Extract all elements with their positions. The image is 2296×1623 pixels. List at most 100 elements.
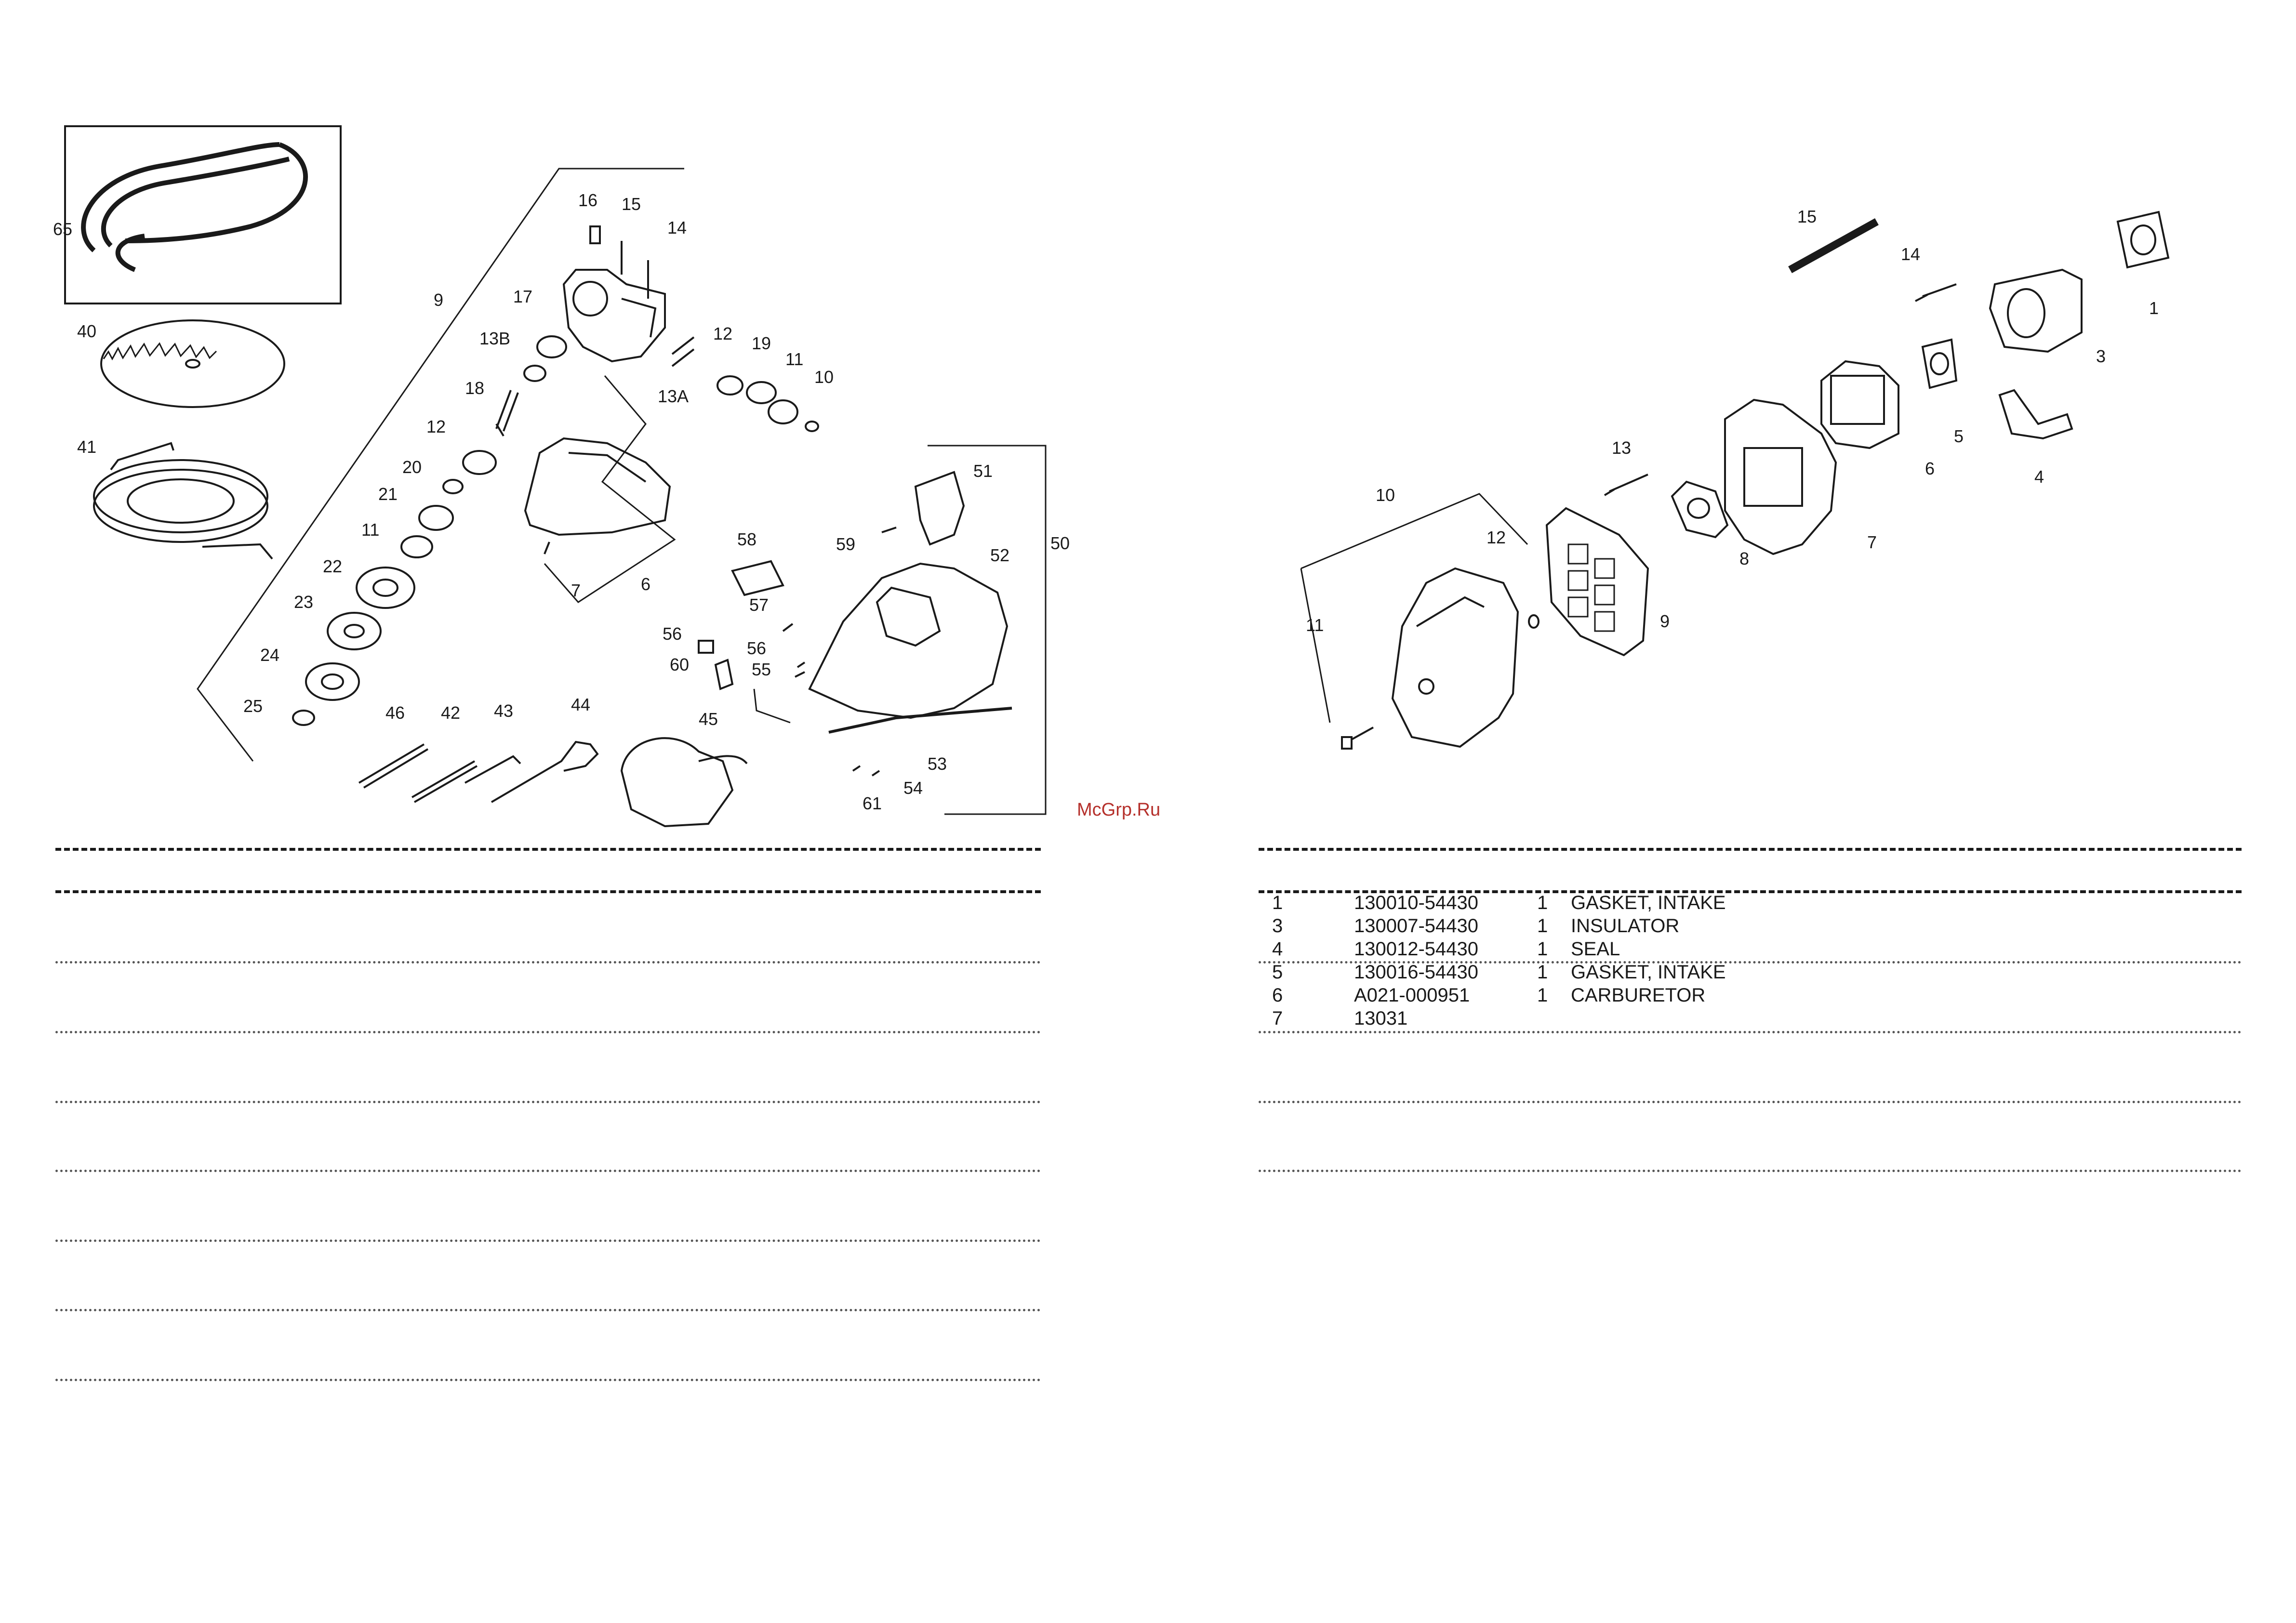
callout-label: 65 — [53, 219, 72, 239]
callout-label: 7 — [571, 581, 581, 600]
callout-label: 54 — [903, 778, 923, 798]
part-52-guard-drawing — [808, 471, 1012, 734]
table-row: 6 A021-000951 1 CARBURETOR — [1272, 984, 1726, 1007]
callout-label: 56 — [663, 624, 682, 644]
dotted-row-rule — [55, 1170, 1041, 1172]
callout-label: 11 — [1306, 615, 1324, 635]
callout-label: 14 — [1901, 244, 1920, 264]
dotted-row-rule — [55, 1031, 1041, 1033]
tools-drawing — [358, 737, 748, 828]
part-40-saw-blade-drawing — [100, 319, 285, 408]
callout-label: 42 — [441, 703, 460, 723]
part-65-strip-drawing — [81, 142, 308, 272]
header-rule — [1259, 848, 2242, 851]
callout-label: 12 — [426, 417, 446, 436]
table-row: 7 13031 — [1272, 1007, 1726, 1030]
callout-label: 15 — [1797, 207, 1817, 226]
callout-label: 25 — [243, 696, 263, 716]
part-6-guard-drawing — [524, 375, 676, 603]
dotted-row-rule — [1259, 1170, 2242, 1172]
part-number: A021-000951 — [1354, 985, 1470, 1006]
parts-list-table: 1 130010-54430 1 GASKET, INTAKE 3 130007… — [1272, 891, 1726, 1030]
callout-label: 12 — [1486, 528, 1506, 547]
callout-label: 51 — [973, 461, 993, 481]
dotted-row-rule — [1259, 1031, 2242, 1033]
callout-label: 43 — [494, 701, 513, 721]
table-row: 1 130010-54430 1 GASKET, INTAKE — [1272, 891, 1726, 914]
callout-label: 22 — [323, 556, 342, 576]
ref-number: 5 — [1272, 962, 1283, 983]
callout-label: 9 — [434, 290, 443, 310]
description: CARBURETOR — [1571, 985, 1706, 1006]
dotted-row-rule — [55, 1240, 1041, 1242]
shaft-parts-drawing — [292, 225, 819, 726]
header-rule — [1259, 890, 2242, 893]
gear-head-drawing — [562, 269, 666, 363]
callout-label: 5 — [1954, 426, 1964, 446]
callout-label: 52 — [990, 545, 1009, 565]
callout-label: 40 — [77, 321, 96, 341]
callout-label: 1 — [2149, 298, 2159, 318]
callout-label: 46 — [385, 703, 405, 723]
ref-number: 6 — [1272, 985, 1283, 1006]
watermark-text: McGrp.Ru — [1077, 800, 1161, 820]
left-callouts: 65 40 41 9 16 15 14 17 13B 18 12 20 21 1… — [53, 190, 1070, 813]
callout-label: 21 — [378, 484, 398, 504]
callout-label: 18 — [465, 378, 484, 398]
dotted-row-rule — [55, 1101, 1041, 1103]
callout-label: 13B — [479, 329, 510, 348]
ref-number: 1 — [1272, 892, 1283, 913]
callout-label: 61 — [863, 793, 882, 813]
assembly-50-boundary — [928, 445, 1047, 815]
callout-label: 7 — [1867, 532, 1877, 552]
part-41-ring-guard-drawing — [93, 442, 273, 560]
description: SEAL — [1571, 938, 1620, 960]
callout-label: 57 — [749, 595, 769, 615]
header-rule — [55, 890, 1041, 893]
callout-label: 14 — [667, 218, 687, 238]
quantity: 1 — [1537, 962, 1548, 983]
callout-label: 60 — [670, 655, 689, 674]
callout-label: 58 — [737, 529, 756, 549]
callout-label: 23 — [294, 592, 313, 612]
callout-label: 16 — [578, 190, 597, 210]
callout-label: 24 — [260, 645, 279, 665]
callout-label: 50 — [1050, 533, 1070, 553]
part-number: 13031 — [1354, 1008, 1408, 1029]
callout-label: 59 — [836, 534, 855, 554]
callout-label: 8 — [1739, 549, 1749, 568]
callout-label: 41 — [77, 437, 96, 457]
callout-label: 9 — [1660, 611, 1670, 631]
callout-label: 20 — [402, 457, 422, 477]
callout-label: 15 — [622, 194, 641, 214]
callout-label: 53 — [928, 754, 947, 774]
assembly-9-boundary — [197, 168, 684, 762]
right-parts-drawing — [1300, 211, 2170, 750]
header-rule — [55, 848, 1041, 851]
callout-label: 19 — [752, 333, 771, 353]
quantity — [1537, 1007, 1571, 1030]
description: GASKET, INTAKE — [1571, 962, 1726, 983]
callout-label: 56 — [747, 638, 766, 658]
ref-number: 4 — [1272, 938, 1283, 960]
quantity: 1 — [1537, 892, 1548, 913]
callout-label: 17 — [513, 287, 532, 306]
inset-box — [64, 125, 342, 304]
callout-label: 10 — [814, 367, 834, 387]
callout-label: 44 — [571, 695, 590, 714]
dotted-row-rule — [1259, 1101, 2242, 1103]
part-number: 130016-54430 — [1354, 962, 1479, 983]
dotted-row-rule — [55, 1309, 1041, 1311]
dotted-row-rule — [1259, 961, 2242, 963]
callout-label: 11 — [361, 520, 379, 540]
table-row: 5 130016-54430 1 GASKET, INTAKE — [1272, 961, 1726, 984]
callout-label: 55 — [752, 660, 771, 679]
description: INSULATOR — [1571, 915, 1680, 937]
callout-label: 13 — [1612, 438, 1631, 458]
part-number: 130007-54430 — [1354, 915, 1479, 937]
guard-fittings-drawing — [698, 527, 897, 777]
description — [1571, 1007, 1726, 1030]
dotted-row-rule — [55, 1379, 1041, 1381]
dotted-row-rule — [55, 961, 1041, 963]
